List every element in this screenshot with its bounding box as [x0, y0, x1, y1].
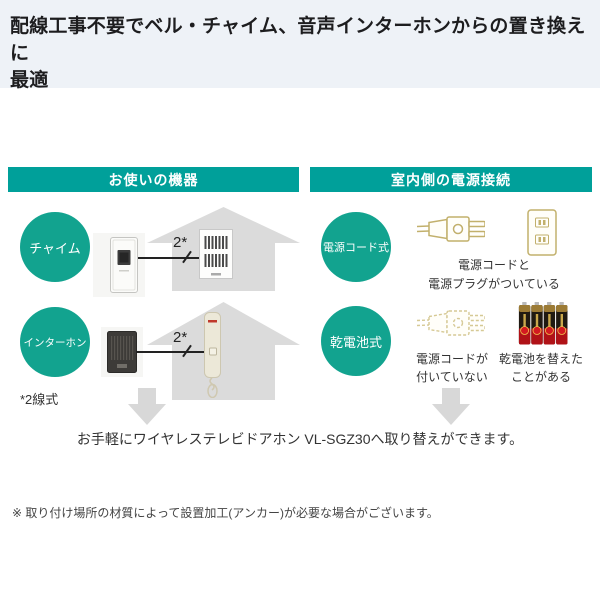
battery-caption: 乾電池を替えた ことがある [491, 350, 591, 386]
page-title-line2: 最適 [10, 70, 49, 91]
power-plug-dashed-icon [417, 310, 485, 336]
intercom-circle-badge: インターホン [20, 307, 90, 377]
installation-note: ※ 取り付け場所の材質によって設置加工(アンカー)が必要な場合がございます。 [12, 506, 439, 520]
wire-line [136, 351, 204, 353]
doorbell-button-image [110, 237, 138, 293]
battery-caption-line1: 乾電池を替えた [498, 352, 583, 366]
no-cord-caption: 電源コードが 付いていない [402, 350, 502, 386]
wire-line [138, 257, 201, 259]
intercom-circle-label: インターホン [23, 336, 87, 349]
chime-circle-label: チャイム [29, 240, 81, 256]
power-cord-circle-label: 電源コード式 [323, 242, 389, 254]
battery-circle-badge: 乾電池式 [321, 306, 391, 376]
no-cord-caption-line1: 電源コードが [415, 352, 488, 366]
column-header-used-devices: お使いの機器 [8, 167, 299, 192]
battery-circle-label: 乾電池式 [329, 334, 382, 350]
battery-caption-line2: ことがある [510, 370, 571, 384]
two-wire-footnote: *2線式 [20, 392, 59, 407]
wire-count-label: 2* [173, 329, 188, 346]
power-cord-caption: 電源コードと 電源プラグがついている [404, 256, 584, 294]
intercom-unit-image [107, 331, 137, 373]
page-title: 配線工事不要でベル・チャイム、音声インターホンからの置き換えに 最適 [10, 13, 592, 94]
power-cord-caption-line2: 電源プラグがついている [428, 277, 560, 291]
chime-speaker-image [199, 229, 233, 279]
no-cord-caption-line2: 付いていない [416, 370, 488, 384]
power-cord-caption-line1: 電源コードと [457, 258, 530, 272]
power-cord-circle-badge: 電源コード式 [321, 212, 391, 282]
wire-count-label: 2* [173, 234, 188, 251]
title-band: 配線工事不要でベル・チャイム、音声インターホンからの置き換えに 最適 [0, 0, 600, 91]
column-header-used-devices-label: お使いの機器 [108, 171, 199, 188]
power-outlet-icon [527, 209, 557, 256]
chime-circle-badge: チャイム [20, 212, 90, 282]
column-header-power-connection: 室内側の電源接続 [310, 167, 592, 192]
down-arrow-icon [128, 388, 166, 425]
house-icon [147, 302, 300, 400]
batteries-image [518, 302, 568, 345]
down-arrow-icon [432, 388, 470, 425]
page-title-line1: 配線工事不要でベル・チャイム、音声インターホンからの置き換えに [10, 16, 586, 64]
conclusion-text: お手軽にワイヤレステレビドアホン VL-SGZ30へ取り替えができます。 [76, 431, 524, 447]
handset-phone-image [204, 312, 221, 398]
column-header-power-connection-label: 室内側の電源接続 [391, 171, 511, 188]
power-plug-icon [417, 216, 485, 242]
